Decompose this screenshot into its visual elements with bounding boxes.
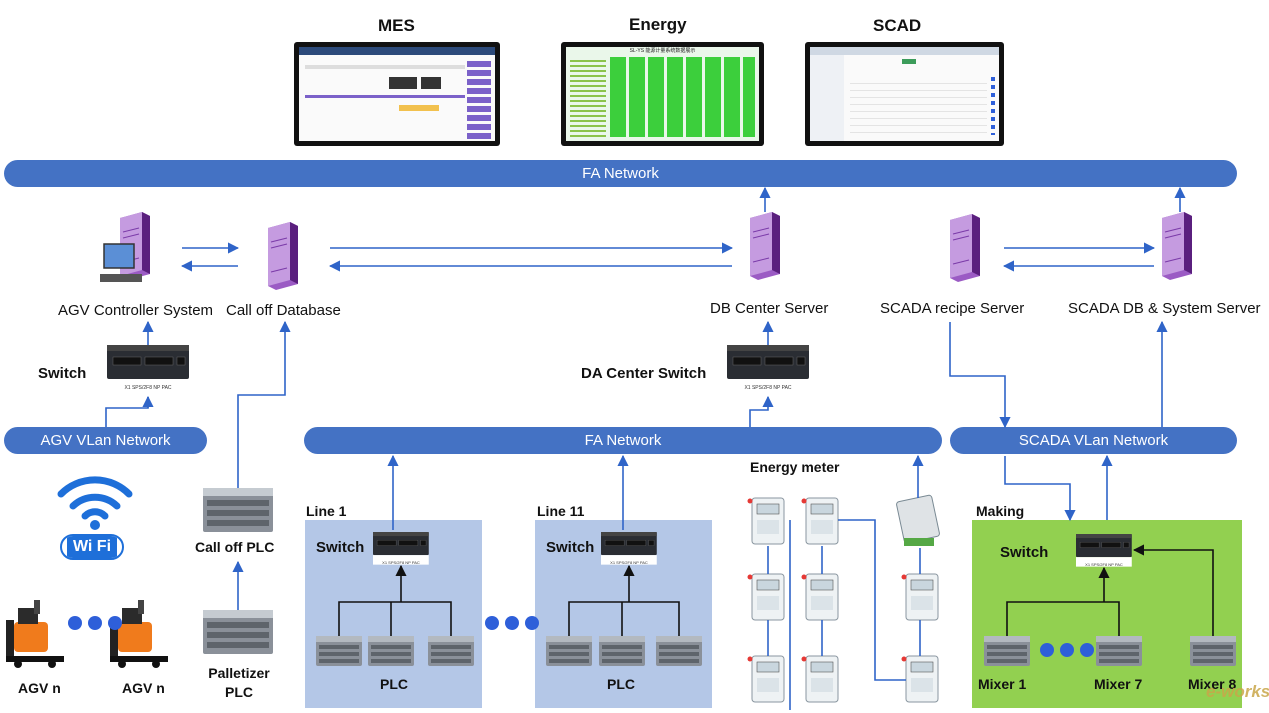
energy-meter-icon-2 [801, 497, 839, 545]
agv-1-icon [6, 600, 64, 668]
line11-plc-label: PLC [607, 676, 635, 692]
making-switch-label: Switch [1000, 544, 1049, 561]
line1-plc-icon-1 [316, 636, 362, 666]
mixer8-label: Mixer 8 [1188, 676, 1237, 692]
scada-screen [805, 42, 1004, 146]
wifi-badge-label: Wi Fi [66, 536, 118, 558]
line11-plc-icon-2 [599, 636, 645, 666]
making-label: Making [976, 503, 1025, 519]
arrow-fa-to-da-switch [749, 395, 774, 427]
db-center-server-icon [749, 211, 781, 281]
agv-vlan-network-label: AGV VLan Network [40, 432, 171, 449]
energy-meter-icon-6 [801, 655, 839, 703]
energy-label: Energy [629, 15, 687, 34]
scada-vlan-network: SCADA VLan Network [950, 427, 1237, 454]
line1-switch-label: Switch [316, 539, 365, 556]
energy-screen: SL-YS 能源计量系统数据展示 [561, 42, 764, 146]
line11-plc-icon-1 [546, 636, 592, 666]
scada-db-server-icon [1161, 211, 1193, 281]
scada-vlan-network-label: SCADA VLan Network [1018, 432, 1169, 449]
mes-screen [294, 42, 500, 146]
agv-controller-keyboard-icon [100, 274, 142, 282]
wifi-icon [55, 472, 135, 532]
mixer8-plc-icon [1190, 636, 1236, 666]
mixer7-label: Mixer 7 [1094, 676, 1143, 692]
palletizer-plc-icon [203, 610, 273, 654]
line11-switch-label: Switch [546, 539, 595, 556]
lines-ellipsis-dots [485, 616, 539, 630]
line11-plc-icon-3 [656, 636, 702, 666]
agv-ellipsis-dots [68, 616, 122, 630]
scada-label: SCAD [873, 16, 922, 35]
line-meter-bus-right [838, 519, 906, 681]
agv-controller-monitor-icon [103, 243, 135, 269]
line1-switch-caption: X1 SPS/2F8 NP PAC [382, 560, 420, 565]
da-switch-caption: X1 SPS/2F8 NP PAC [744, 385, 792, 391]
agv-vlan-network: AGV VLan Network [4, 427, 207, 454]
line11-plc-tree-bus [568, 601, 680, 636]
agv-2-label: AGV n [122, 680, 165, 696]
mes-label: MES [378, 16, 415, 35]
agv-switch-label: Switch [38, 365, 87, 382]
energy-meter-icon-7 [901, 573, 939, 621]
meter-gateway-terminal-icon [904, 538, 934, 546]
energy-screen-title: SL-YS 能源计量系统数据展示 [629, 48, 696, 54]
line11-switch-caption: X1 SPS/2F8 NP PAC [610, 560, 648, 565]
line1-plc-tree-bus [338, 601, 452, 636]
fa-network-top-label: FA Network [582, 165, 659, 182]
line1-plc-label: PLC [380, 676, 408, 692]
scada-db-label: SCADA DB & System Server [1068, 300, 1261, 317]
calloff-db-label: Call off Database [226, 302, 341, 319]
fa-network-middle: FA Network [304, 427, 942, 454]
mixers-ellipsis-dots [1040, 643, 1094, 657]
scada-recipe-label: SCADA recipe Server [880, 300, 1025, 317]
line-agv-vlan-to-switch [105, 397, 149, 427]
making-plc-bus [1006, 601, 1120, 636]
calloff-plc-label: Call off PLC [195, 539, 275, 555]
agv-controller-label: AGV Controller System [58, 302, 214, 319]
energy-meter-icon-3 [747, 573, 785, 621]
line1-plc-icon-3 [428, 636, 474, 666]
mixer1-plc-icon [984, 636, 1030, 666]
scada-recipe-server-icon [949, 213, 981, 283]
eworks-watermark: e-works [1206, 682, 1269, 701]
mixer1-label: Mixer 1 [978, 676, 1027, 692]
arrow-vlan-to-making [1004, 456, 1076, 522]
line11-label: Line 11 [537, 503, 585, 519]
line1-label: Line 1 [306, 503, 347, 519]
energy-meter-icon-1 [747, 497, 785, 545]
fa-network-middle-label: FA Network [584, 432, 662, 449]
calloff-plc-icon [203, 488, 273, 532]
da-center-switch-label: DA Center Switch [581, 365, 707, 382]
agv-switch-caption: X1 SPS/2F8 NP PAC [124, 385, 172, 391]
meter-gateway-icon [896, 494, 940, 544]
arrow-calloff-plc-to-db [237, 320, 291, 488]
making-switch-caption: X1 SPS/2F8 NP PAC [1085, 562, 1123, 567]
energy-meter-label: Energy meter [750, 459, 840, 475]
agv-2-icon [110, 600, 168, 668]
energy-meter-icon-5 [747, 655, 785, 703]
palletizer-plc-label: Palletizer PLC [208, 665, 270, 700]
energy-meter-icon-4 [801, 573, 839, 621]
db-center-label: DB Center Server [710, 300, 829, 317]
agv-1-label: AGV n [18, 680, 61, 696]
energy-meter-icon-8 [901, 655, 939, 703]
line1-plc-icon-2 [368, 636, 414, 666]
mixer7-plc-icon [1096, 636, 1142, 666]
fa-network-top: FA Network [4, 160, 1237, 187]
calloff-db-server-icon [267, 221, 299, 291]
wifi-badge: Wi Fi [60, 534, 124, 560]
mixer8-to-switch [1132, 544, 1214, 636]
arrow-recipe-to-scada-vlan [949, 322, 1011, 429]
